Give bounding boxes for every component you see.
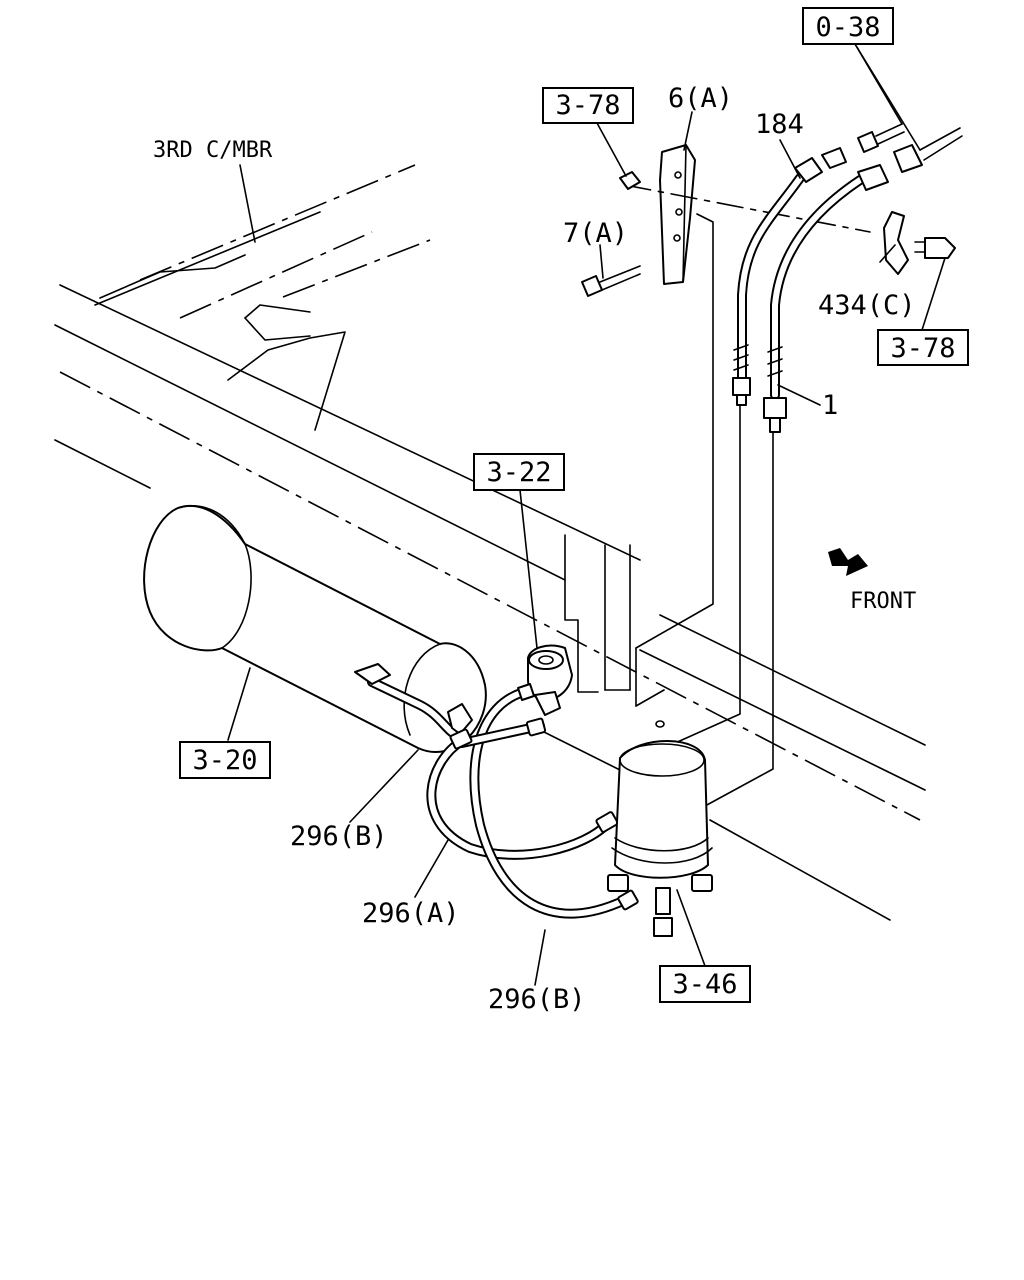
label-3-20: 3-20: [192, 745, 257, 776]
label-0-38: 0-38: [815, 12, 880, 43]
third-cross-member: [99, 164, 346, 431]
label-3rd-cross-member: 3RD C/MBR: [153, 138, 273, 163]
screw-0-38: [857, 123, 905, 153]
label-3-22: 3-22: [486, 457, 551, 488]
label-part-7a: 7(A): [563, 218, 628, 249]
mounting-bracket: [564, 213, 774, 807]
air-dryer-3-46: [607, 740, 713, 937]
label-part-184: 184: [755, 109, 804, 140]
label-front: FRONT: [850, 589, 916, 614]
clip-434c: [883, 211, 956, 275]
reference-box-3-78-top[interactable]: 3-78: [542, 87, 634, 124]
reference-box-0-38[interactable]: 0-38: [802, 7, 894, 45]
label-3-46: 3-46: [672, 969, 737, 1000]
label-part-296a: 296(A): [362, 898, 460, 929]
label-part-296b-upper: 296(B): [290, 821, 388, 852]
label-part-1: 1: [822, 390, 838, 421]
bolt-7a: [581, 265, 641, 297]
hoses-296: [354, 663, 639, 919]
bracket-6a: [624, 144, 871, 285]
label-3-78-top: 3-78: [555, 90, 620, 121]
leader-lines: [227, 43, 946, 986]
label-part-296b-lower: 296(B): [488, 984, 586, 1015]
valve-3-22: [517, 644, 573, 716]
label-part-6a: 6(A): [668, 83, 733, 114]
hoses-184-1: [732, 127, 963, 433]
frame-rails: [54, 164, 926, 921]
label-3-78-right: 3-78: [890, 333, 955, 364]
front-arrow-icon: [828, 548, 868, 576]
reference-box-3-22[interactable]: 3-22: [473, 453, 565, 491]
label-part-434c: 434(C): [818, 290, 916, 321]
reference-box-3-46[interactable]: 3-46: [659, 965, 751, 1003]
nut-3-78-top: [619, 171, 641, 190]
reference-box-3-78-right[interactable]: 3-78: [877, 329, 969, 366]
reference-box-3-20[interactable]: 3-20: [179, 741, 271, 779]
